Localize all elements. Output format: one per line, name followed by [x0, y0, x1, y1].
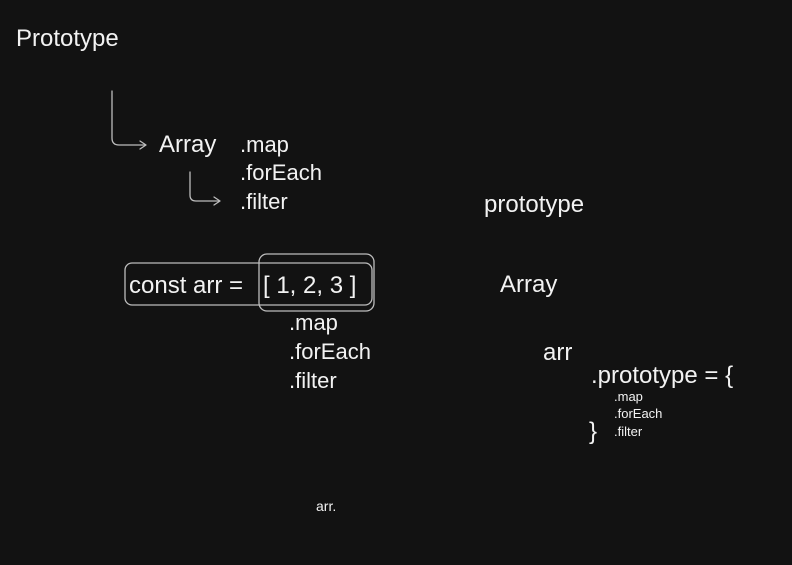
- footer-text: arr.: [316, 498, 337, 514]
- code-array-literal: [ 1, 2, 3 ]: [263, 272, 357, 299]
- right-array-label: Array: [500, 271, 558, 298]
- tree-arrow-main-head: [139, 140, 147, 150]
- tree-root-label: Array: [159, 131, 217, 158]
- code-declaration: const arr =: [129, 272, 244, 299]
- tree-method-foreach: .forEach: [240, 160, 322, 185]
- right-method-foreach: .forEach: [614, 406, 663, 421]
- code-method-filter: .filter: [289, 368, 337, 393]
- tree-arrow-sub: [189, 171, 220, 202]
- tree-method-filter: .filter: [240, 189, 288, 214]
- code-method-foreach: .forEach: [289, 339, 371, 364]
- tree-arrow-sub-head: [213, 196, 221, 206]
- right-arr-label: arr: [543, 339, 573, 366]
- canvas-title: Prototype: [16, 25, 119, 52]
- code-method-map: .map: [289, 310, 338, 335]
- right-close-brace: }: [589, 418, 598, 445]
- right-method-map: .map: [614, 389, 643, 404]
- right-method-filter: .filter: [614, 424, 643, 439]
- tree-method-map: .map: [240, 132, 289, 157]
- right-prototype-label: prototype: [484, 191, 585, 218]
- right-prototype-assign: .prototype = {: [591, 362, 734, 389]
- tree-arrow-main: [111, 90, 146, 146]
